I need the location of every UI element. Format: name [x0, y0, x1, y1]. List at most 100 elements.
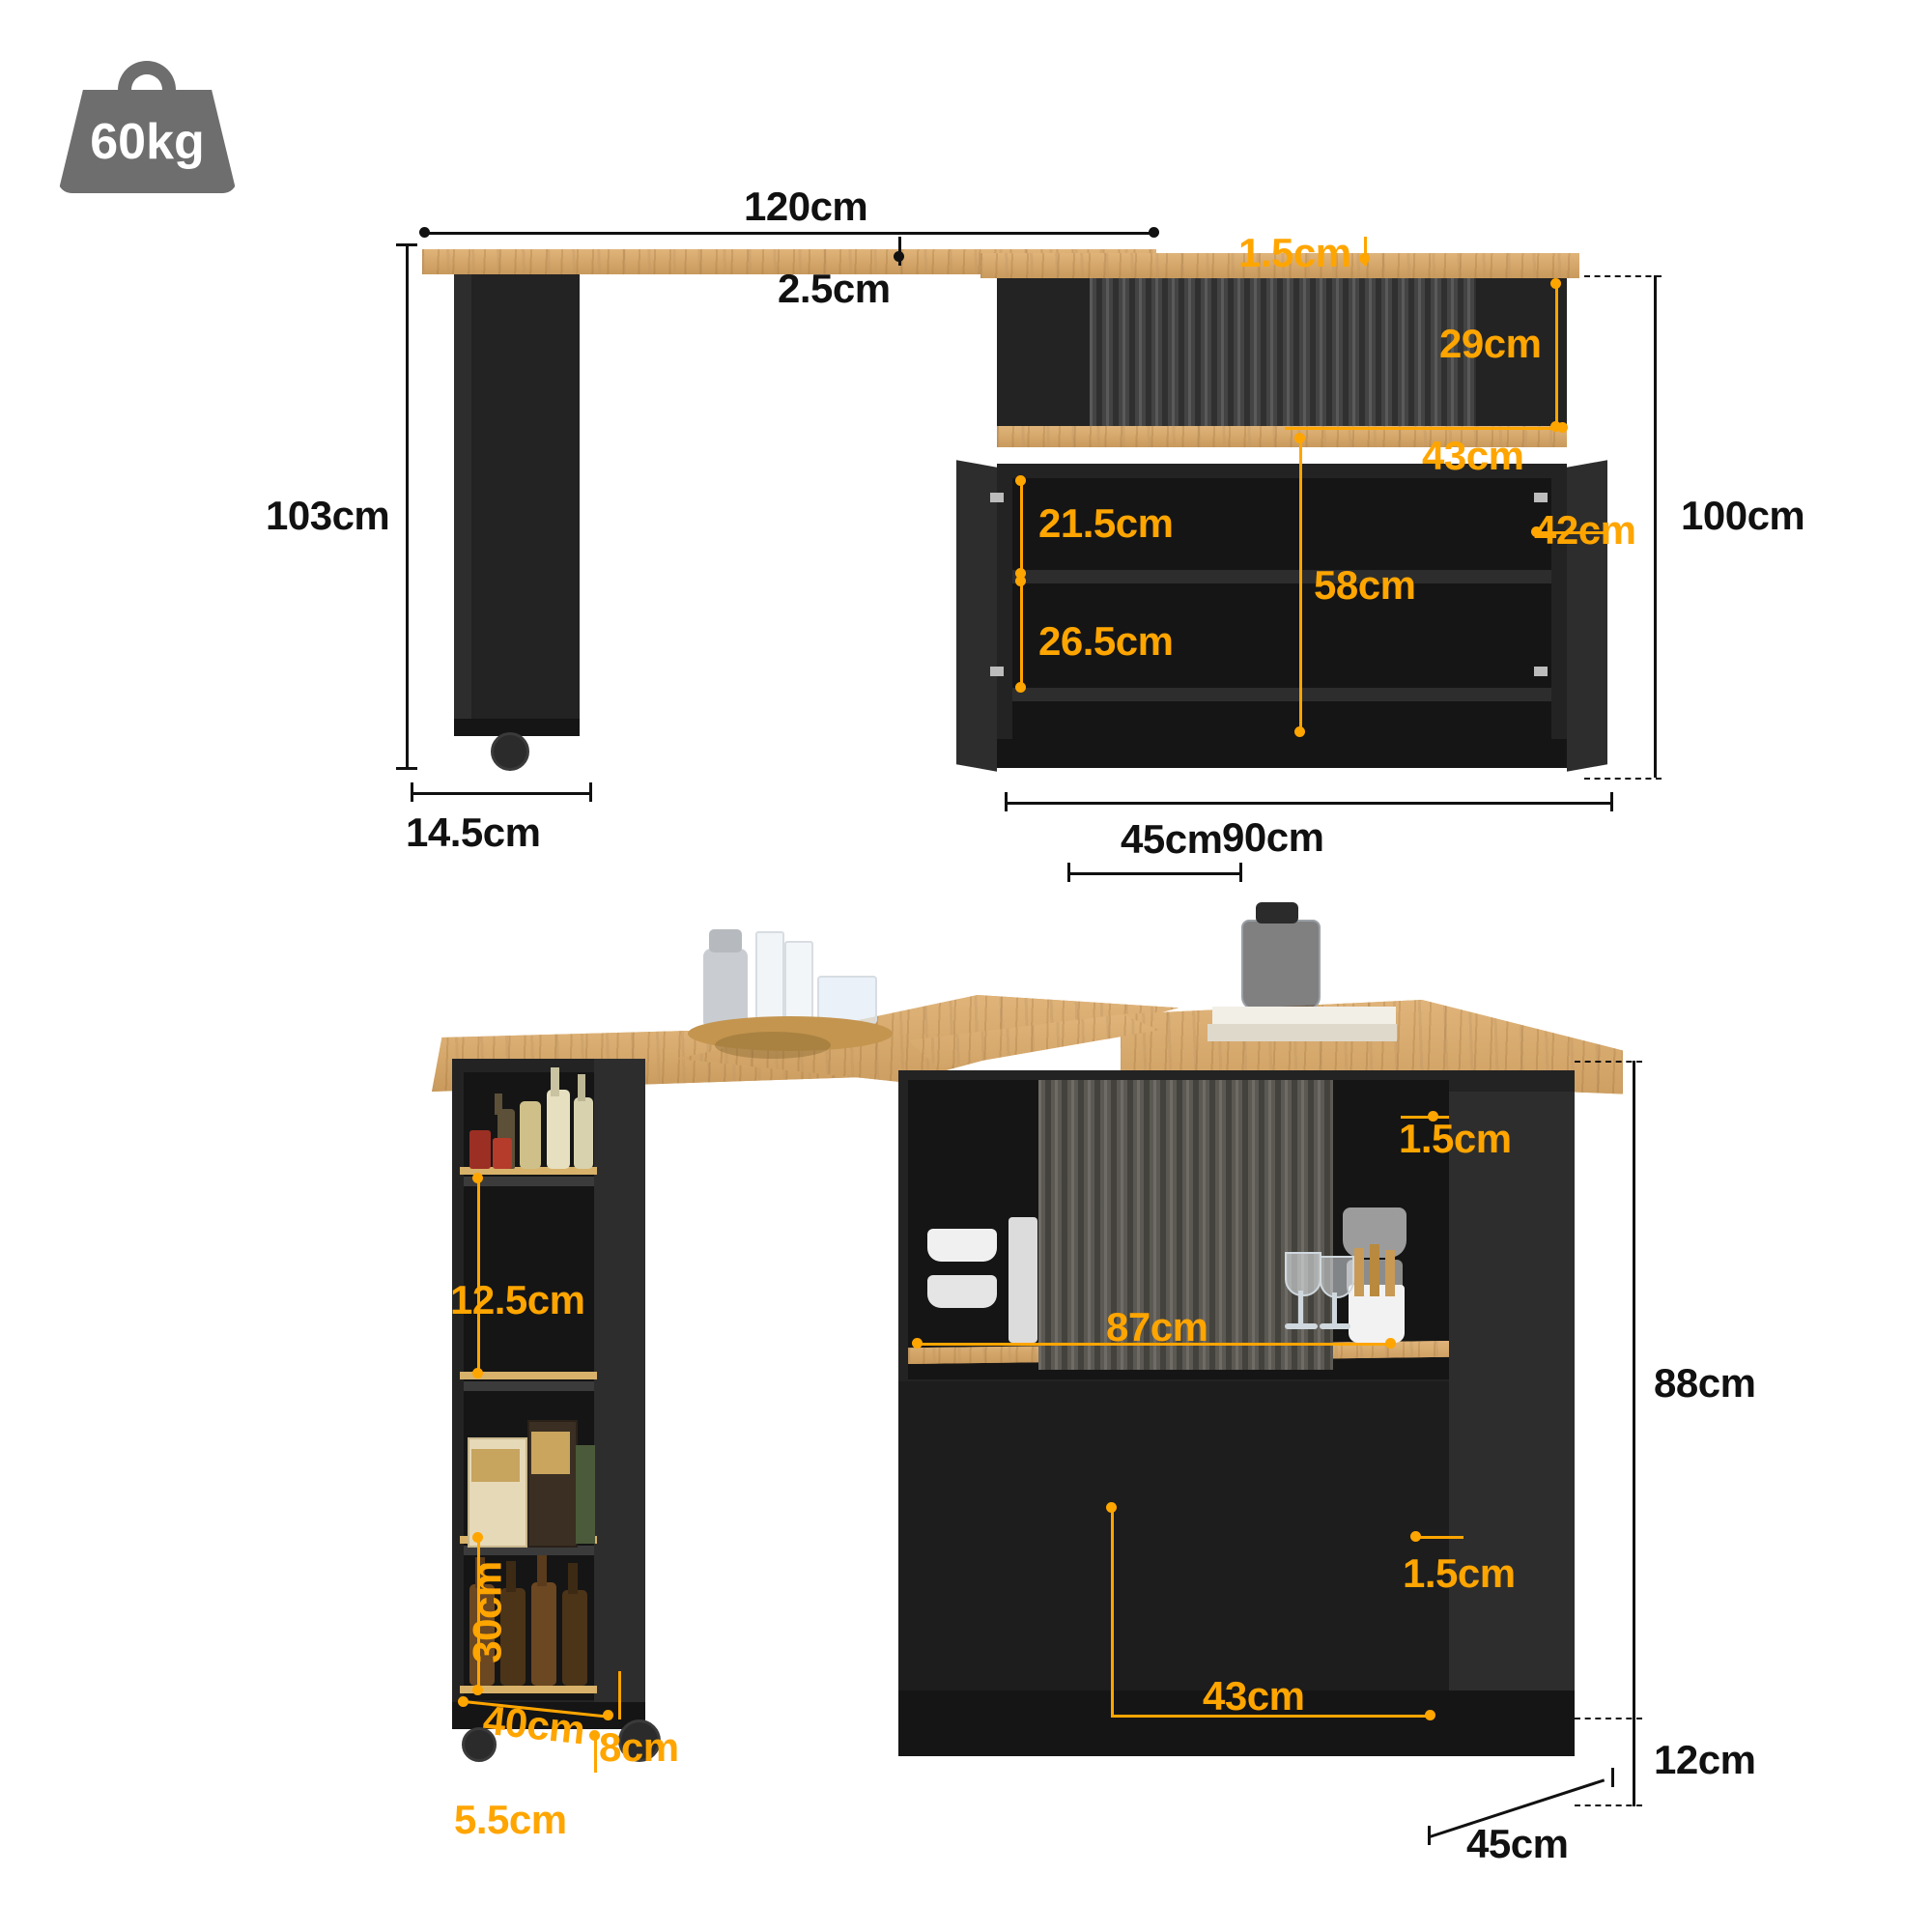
dim-top-thickness: 2.5cm — [778, 266, 891, 311]
bottle-neck — [578, 1074, 585, 1101]
cocktail-shaker — [703, 949, 748, 1026]
folded-leg-panel — [454, 274, 580, 728]
utensil — [1354, 1248, 1364, 1296]
rack-shelf-1 — [464, 1177, 594, 1186]
serving-tray — [688, 1016, 893, 1051]
bowl — [927, 1275, 997, 1308]
dim-rack-width: 40cm — [480, 1696, 587, 1753]
wine-glass-stem — [1332, 1293, 1337, 1325]
tall-glass — [755, 931, 784, 1028]
cabinet-shelf-upper — [1012, 570, 1551, 583]
carafe-lid — [1256, 902, 1298, 923]
package-bottle — [576, 1445, 595, 1544]
jar — [493, 1138, 512, 1169]
utensil — [1370, 1244, 1379, 1296]
hinge-top-right — [1534, 493, 1548, 502]
folded-leg-base — [454, 719, 580, 736]
dim-height-total: 103cm — [266, 493, 390, 538]
hinge-bottom-left — [990, 667, 1004, 676]
dim-door-height: 43cm — [1203, 1673, 1305, 1719]
dim-width-top: 120cm — [744, 184, 868, 229]
bottle — [547, 1090, 570, 1169]
caster-wheel — [491, 732, 529, 771]
rack-shelf-2 — [464, 1381, 594, 1391]
cabinet-counter-top — [980, 253, 1579, 278]
hinge-bottom-right — [1534, 667, 1548, 676]
wine-glass-foot — [1285, 1323, 1318, 1329]
book — [1212, 1007, 1396, 1026]
package-label — [471, 1449, 520, 1482]
hutch-glass-door[interactable] — [1090, 278, 1476, 433]
plate-stack — [1009, 1217, 1037, 1343]
bottle-neck — [506, 1561, 516, 1592]
dim-rack-lower-height: 30cm — [464, 1561, 510, 1663]
dim-plinth-height: 12cm — [1654, 1737, 1756, 1782]
dim-body-depth: 45cm — [1466, 1821, 1569, 1866]
bottle — [531, 1582, 556, 1686]
bottle-neck — [551, 1067, 559, 1096]
bottle — [520, 1101, 541, 1169]
sideboard-door-left[interactable] — [898, 1381, 1234, 1690]
bowl — [927, 1229, 997, 1262]
dim-counter-depth: 45cm — [1121, 816, 1223, 862]
bottle — [562, 1590, 587, 1686]
rack-caster-right — [618, 1719, 661, 1762]
rack-rail-1 — [460, 1167, 597, 1175]
dim-cabinet-inner-height: 58cm — [1314, 562, 1416, 608]
dim-counter-thickness: 1.5cm — [1238, 230, 1351, 275]
book — [1208, 1024, 1397, 1041]
dim-panel-thickness: 1.5cm — [1399, 1116, 1512, 1161]
rack-caster-left — [462, 1727, 497, 1762]
dim-lower-shelf: 26.5cm — [1038, 618, 1174, 664]
weight-capacity-badge: 60kg — [58, 53, 237, 193]
display-glass-door[interactable] — [1038, 1080, 1333, 1370]
dim-cabinet-height: 100cm — [1681, 493, 1805, 538]
sideboard-side-panel — [1449, 1092, 1575, 1756]
rack-shelf-3 — [464, 1546, 594, 1555]
glass-carafe — [1241, 920, 1321, 1010]
bottle — [500, 1588, 526, 1686]
bottle-neck — [475, 1557, 485, 1588]
dim-door-width: 42cm — [1534, 507, 1636, 553]
cabinet-plinth — [997, 739, 1567, 768]
rack-side-panel — [594, 1059, 645, 1716]
bottle-neck — [537, 1555, 547, 1586]
bottle-neck — [568, 1563, 578, 1594]
cabinet-shelf-lower — [1012, 688, 1551, 701]
bottle-neck — [495, 1094, 502, 1115]
dim-upper-shelf: 21.5cm — [1038, 500, 1174, 546]
top-diagram: 120cm 2.5cm 1.5cm 103cm 14.5cm 29cm 43cm — [0, 0, 1932, 869]
dim-body-height: 88cm — [1654, 1360, 1756, 1406]
package-label — [531, 1432, 570, 1474]
dim-rack-rail: 8cm — [599, 1724, 679, 1770]
dim-caster-height: 5.5cm — [454, 1797, 567, 1842]
rack-rail-4 — [460, 1686, 597, 1693]
jar — [469, 1130, 491, 1169]
wine-glass — [1320, 1256, 1354, 1298]
wine-glass-stem — [1298, 1291, 1303, 1325]
dim-hutch-width: 43cm — [1422, 433, 1524, 478]
ice-bucket — [817, 976, 877, 1024]
bottle — [574, 1097, 593, 1169]
dim-hutch-height: 29cm — [1439, 321, 1542, 366]
tray-shadow — [715, 1032, 831, 1059]
dim-rack-shelf-gap: 12.5cm — [450, 1277, 585, 1322]
shaker-lid — [709, 929, 742, 952]
weight-icon-body — [58, 90, 237, 193]
dim-shelf-width: 87cm — [1106, 1304, 1208, 1350]
folded-leg-edge — [454, 274, 471, 728]
sideboard-plinth — [898, 1690, 1575, 1756]
bottom-diagram: 45cm 12.5cm 30cm 40cm 8cm 5.5cm 87cm 1.5 — [0, 816, 1932, 1932]
cabinet-door-left[interactable] — [956, 460, 997, 772]
dim-leg-depth: 14.5cm — [406, 810, 541, 855]
wine-glass-foot — [1320, 1323, 1350, 1329]
wine-glass — [1285, 1252, 1321, 1296]
dim-panel-thickness-2: 1.5cm — [1403, 1550, 1516, 1596]
bottle — [469, 1584, 495, 1686]
rack-rail-2 — [460, 1372, 597, 1379]
hutch-shelf — [997, 426, 1567, 447]
hinge-top-left — [990, 493, 1004, 502]
dim-cabinet-width: 90cm — [1222, 814, 1324, 860]
weight-label: 60kg — [90, 114, 205, 170]
